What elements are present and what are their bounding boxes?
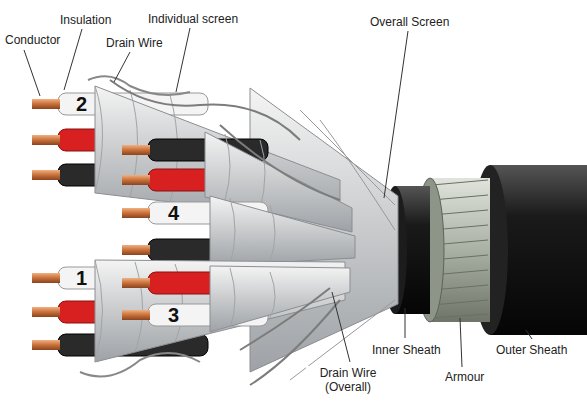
- part-label: Drain Wire (Overall): [306, 366, 390, 394]
- part-label: Armour: [443, 370, 486, 384]
- part-label: Individual screen: [146, 12, 240, 26]
- part-label: Drain Wire: [104, 36, 165, 50]
- part-label: Insulation: [58, 13, 113, 27]
- part-label: Outer Sheath: [494, 343, 569, 357]
- leader-lines: [24, 28, 532, 367]
- callout-number: 3: [168, 304, 179, 326]
- callout-number: 2: [76, 93, 87, 115]
- part-label: Conductor: [3, 33, 62, 47]
- core-group: [122, 196, 355, 266]
- part-label: Overall Screen: [368, 15, 451, 29]
- callout-number: 1: [76, 267, 87, 289]
- part-label: Inner Sheath: [370, 343, 443, 357]
- callout-number: 4: [168, 202, 179, 224]
- drain-wire: [110, 80, 340, 385]
